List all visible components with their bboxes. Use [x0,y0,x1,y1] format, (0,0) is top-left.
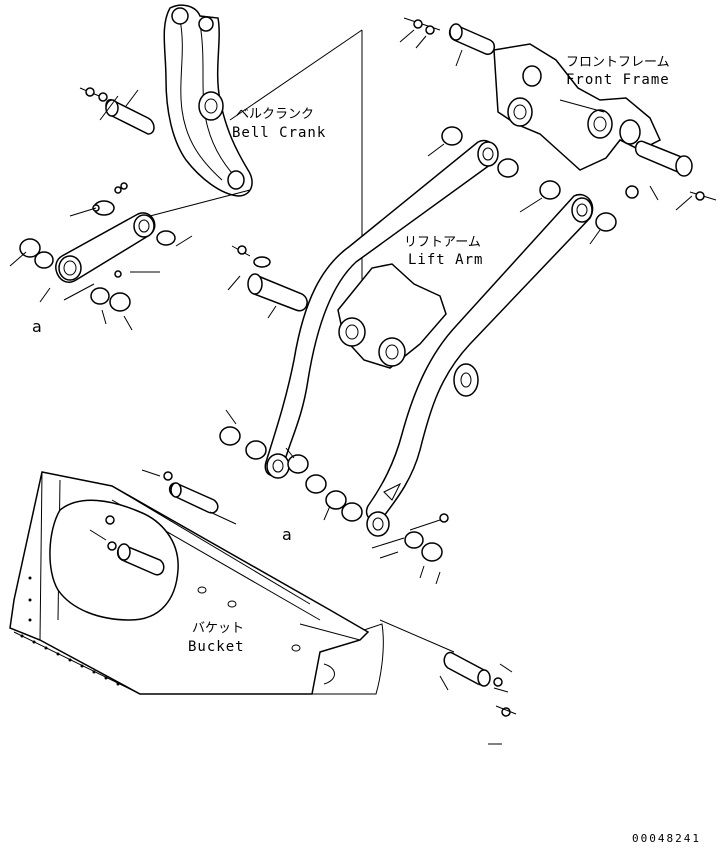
bell-crank [163,4,253,197]
leader-line [149,189,251,217]
front-frame [493,43,661,171]
bell-crank-label-jp: ベルクランク [236,107,314,122]
spacer-washer [245,440,267,460]
bucket-lower-pin [312,619,517,717]
drawing-code: 00048241 [632,832,701,845]
spacer-washer [341,502,363,522]
bucket-label-jp: バケット [192,621,244,636]
spacer-washer [287,454,309,474]
lift-arm-label-jp: リフトアーム [404,235,481,250]
bell-crank-label-en: Bell Crank [232,125,326,141]
spacer-washer [497,158,519,178]
lift-arm-pin [227,245,308,319]
marker-a-center: a [282,525,292,544]
spacer-washer [595,212,617,232]
frame-top-pin [399,17,496,67]
lift-arm-label-en: Lift Arm [408,252,483,268]
spacer-washer [404,531,424,549]
bucket-label-en: Bucket [188,639,245,655]
marker-a-left: a [32,317,42,336]
leader-line [229,29,363,121]
spacer-washer [219,426,241,446]
front-frame-label-jp: フロントフレーム [566,55,670,70]
front-frame-label-en: Front Frame [566,72,670,88]
bucket-link [9,182,193,331]
bucket [9,469,370,695]
spacer-washer [421,542,443,562]
bucket-bolt-holes [20,576,120,686]
spacer-washer [305,474,327,494]
frame-right-pin [625,140,717,211]
spacer-washer [441,126,463,146]
bell-crank-pin [79,87,155,135]
spacer-washer [325,490,347,510]
spacer-washer [539,180,561,200]
lift-arm [264,139,594,537]
